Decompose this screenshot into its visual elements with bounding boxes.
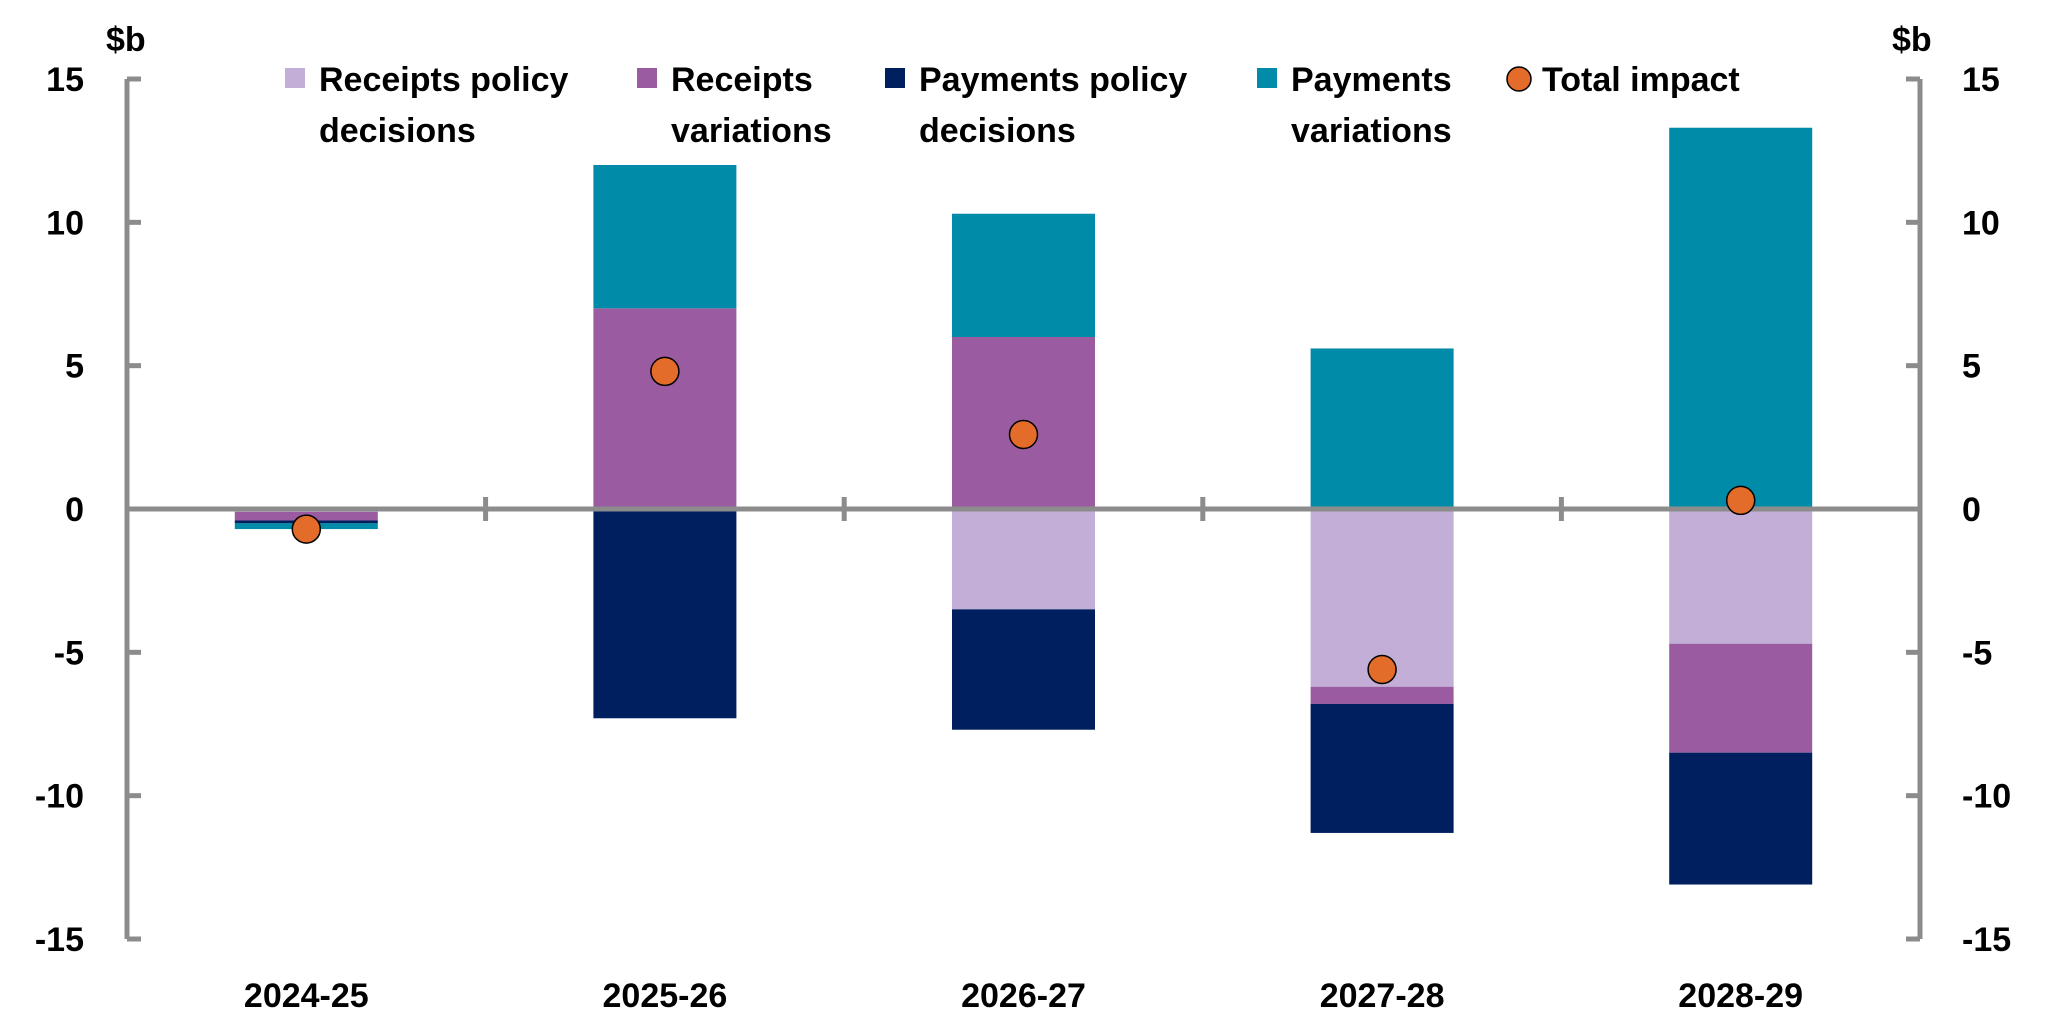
left-tick-label: -15	[35, 921, 84, 959]
bar-segment	[952, 213, 1095, 337]
category-label: 2027-28	[1320, 977, 1445, 1015]
bar-segment	[1310, 703, 1454, 833]
tick-labels: 15 15 10 10 5 5 0 0 -5 -5 -10 -10 -15 -15 $b $b 2024-25 2…	[35, 21, 2011, 1015]
legend-label: variations	[671, 112, 832, 150]
left-tick-label: 5	[65, 348, 84, 386]
left-unit-label: $b	[106, 21, 146, 59]
right-tick-label: 15	[1962, 61, 2000, 99]
right-tick-label: -15	[1962, 921, 2011, 959]
legend-marker	[1506, 66, 1532, 92]
legend-label: decisions	[919, 112, 1076, 150]
zero-line-group	[127, 497, 1920, 521]
total-impact-dot	[650, 356, 680, 387]
left-tick-label: 15	[46, 61, 84, 99]
bar-segment	[952, 609, 1095, 730]
bar-segment	[593, 509, 737, 719]
category-label: 2026-27	[961, 977, 1086, 1015]
total-impact-markers	[291, 356, 1756, 685]
bar-segment	[593, 165, 737, 309]
legend-label: variations	[1291, 112, 1452, 150]
legend-label: Receipts	[671, 61, 813, 99]
right-unit-label: $b	[1892, 21, 1932, 59]
legend-label: Receipts policy	[319, 61, 569, 99]
left-tick-label: -10	[35, 778, 84, 816]
bar-segment	[1310, 686, 1454, 704]
bar-segment	[1669, 127, 1813, 509]
total-impact-dot	[1367, 654, 1397, 685]
legend-label: Total impact	[1542, 61, 1740, 99]
legend: Receipts policy decisions Receipts variatio…	[285, 61, 1740, 150]
bar-segment	[1669, 752, 1813, 885]
category-label: 2028-29	[1678, 977, 1803, 1015]
bar-segment	[1669, 509, 1813, 644]
left-tick-label: -5	[54, 634, 84, 672]
legend-swatch	[885, 68, 905, 88]
bars-group	[234, 127, 1813, 885]
legend-label: Payments policy	[919, 61, 1187, 99]
bar-segment	[593, 308, 737, 509]
left-tick-label: 10	[46, 204, 84, 242]
right-tick-label: 5	[1962, 348, 1981, 386]
legend-label: Payments	[1291, 61, 1452, 99]
legend-swatch	[637, 68, 657, 88]
legend-swatch	[1257, 68, 1277, 88]
total-impact-dot	[1008, 419, 1039, 450]
bar-segment	[1669, 643, 1813, 753]
bar-segment	[952, 509, 1095, 610]
right-tick-label: 0	[1962, 491, 1981, 529]
left-tick-label: 0	[65, 491, 84, 529]
legend-label: decisions	[319, 112, 476, 150]
category-label: 2025-26	[603, 977, 728, 1015]
total-impact-dot	[1725, 485, 1756, 516]
right-tick-label: 10	[1962, 204, 2000, 242]
right-tick-label: -5	[1962, 634, 1992, 672]
category-label: 2024-25	[244, 977, 369, 1015]
right-tick-label: -10	[1962, 778, 2011, 816]
total-impact-dot	[291, 514, 322, 544]
bar-segment	[1310, 348, 1454, 509]
legend-swatch	[285, 68, 305, 88]
